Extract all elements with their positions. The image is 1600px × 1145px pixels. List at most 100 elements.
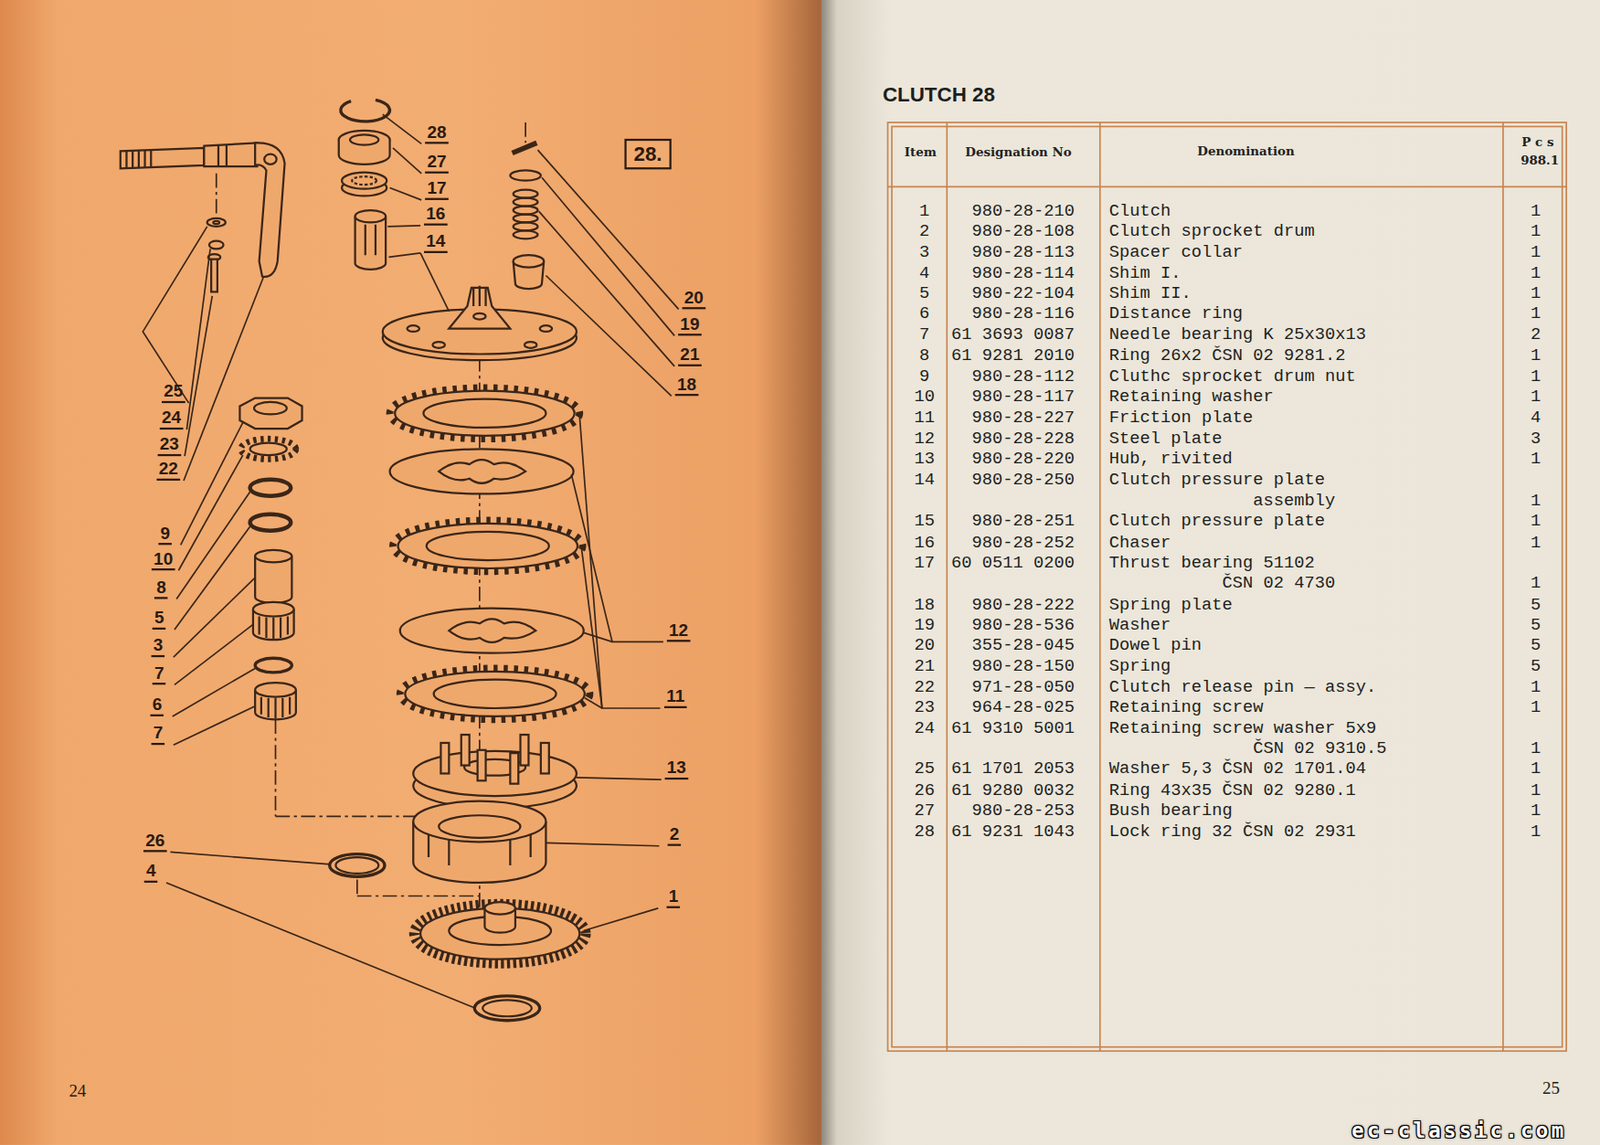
designation-number: 980-28-113 [971,243,1074,265]
designation-number: 980-28-253 [971,800,1074,822]
designation-number: 61 9310 5001 [951,718,1075,740]
spring-set-part [513,254,545,267]
callout-number: 28 [424,123,449,144]
bearing-stack-part [241,438,297,459]
callout-number: 7 [151,724,166,745]
designation-number: 980-28-150 [971,656,1074,678]
piece-count: 5 [1530,614,1541,636]
item-number: 8 [919,345,930,367]
center-lines-part [275,719,277,816]
bearing-stack-part [254,657,292,673]
item-number: 27 [913,800,935,822]
leader-lines-part [178,455,243,571]
designation-number: 61 9231 1043 [951,821,1075,843]
page-number: 24 [68,1082,86,1102]
release-stack-part [365,224,376,256]
part-name: Retaining screw washer 5x9 ČSN 02 9310.5 [1109,718,1388,760]
item-number: 11 [913,408,935,430]
piece-count: 3 [1530,428,1541,450]
piece-count: 5 [1530,635,1541,657]
designation-number: 980-28-222 [971,594,1074,616]
callout-number: 8 [154,578,169,599]
bearing-stack-part [254,682,297,698]
callout-number: 14 [423,233,448,254]
part-name: Clutch pressure plate [1109,510,1325,532]
shims-part [329,854,385,878]
part-name: Ring 26x2 ČSN 02 9281.2 [1109,345,1346,367]
item-number: 5 [919,283,930,305]
item-number: 7 [919,324,930,346]
piece-count: 1 [1530,283,1541,305]
screw-and-washers-part [211,259,218,293]
callout-number: 23 [158,435,182,456]
designation-number: 980-28-116 [971,304,1074,326]
callout-number: 1 [667,888,681,909]
hub-part [461,734,470,766]
item-number: 17 [913,552,935,574]
leader-lines-part [142,226,207,403]
pressure-plate-part [540,325,552,332]
callout-number: 6 [149,696,164,717]
piece-count: 1 [1530,780,1541,802]
leader-lines-part [173,577,255,657]
callout-number: 9 [158,524,172,545]
figure-box: 28. [624,138,671,170]
center-lines-part [356,879,359,897]
designation-number: 980-28-250 [971,470,1074,492]
part-name: Clutch [1109,201,1171,223]
leader-lines-part [582,549,603,709]
screw-and-washers-part [209,241,224,250]
part-name: Ring 43x35 ČSN 02 9280.1 [1109,780,1357,802]
release-lever-part [126,149,151,168]
callout-number: 22 [156,460,181,481]
part-name: Shim I. [1109,263,1182,285]
table-rules-part [945,122,948,1051]
piece-count: 1 [1530,698,1541,720]
bearing-stack-part [239,398,302,430]
callout-number: 18 [675,375,700,396]
piece-count: 4 [1530,408,1541,430]
table-header: Item [904,145,937,160]
designation-number: 61 3693 0087 [951,324,1075,346]
spring-set-part [509,169,541,181]
item-number: 12 [913,428,935,450]
release-stack-part [349,134,379,145]
part-name: Cluthc sprocket drum nut [1109,366,1357,388]
plate-stack-part [404,671,585,717]
plate-stack-part [390,448,574,494]
spring-set-part [513,190,539,199]
bearing-stack-part [250,479,292,497]
leader-lines-part [184,296,212,456]
bearing-stack-part [254,402,287,414]
designation-number: 971-28-050 [971,677,1074,699]
leader-lines-part [169,851,330,864]
leader-lines-part [538,149,679,309]
spring-set-part [513,214,539,223]
pressure-plate-part [432,341,445,349]
designation-number: 980-28-536 [971,614,1074,636]
piece-count: 1 [1530,448,1541,470]
part-name: Lock ring 32 ČSN 02 2931 [1109,821,1357,843]
bearing-stack-part [253,602,295,617]
piece-count: 1 [1530,759,1541,781]
piece-count: 1 [1530,800,1541,822]
part-name: Spacer collar [1109,243,1243,265]
piece-count: 1 [1530,243,1541,265]
center-lines-part [275,815,422,818]
leader-lines-part [387,225,421,227]
designation-number: 355-28-045 [971,635,1074,657]
leader-lines-part [420,253,449,312]
designation-number: 980-28-252 [971,532,1074,554]
part-name: Thrust bearing 51102 ČSN 02 4730 [1109,552,1336,594]
piece-count: 1 [1530,263,1541,285]
item-number: 9 [919,366,930,388]
callout-number: 19 [678,315,702,336]
piece-count: 1 [1530,573,1541,595]
designation-number: 980-28-108 [971,221,1074,243]
plate-stack-part [392,520,583,573]
part-name: Clutch sprocket drum [1109,221,1315,243]
piece-count: 1 [1530,532,1541,554]
callout-number: 26 [143,831,168,852]
